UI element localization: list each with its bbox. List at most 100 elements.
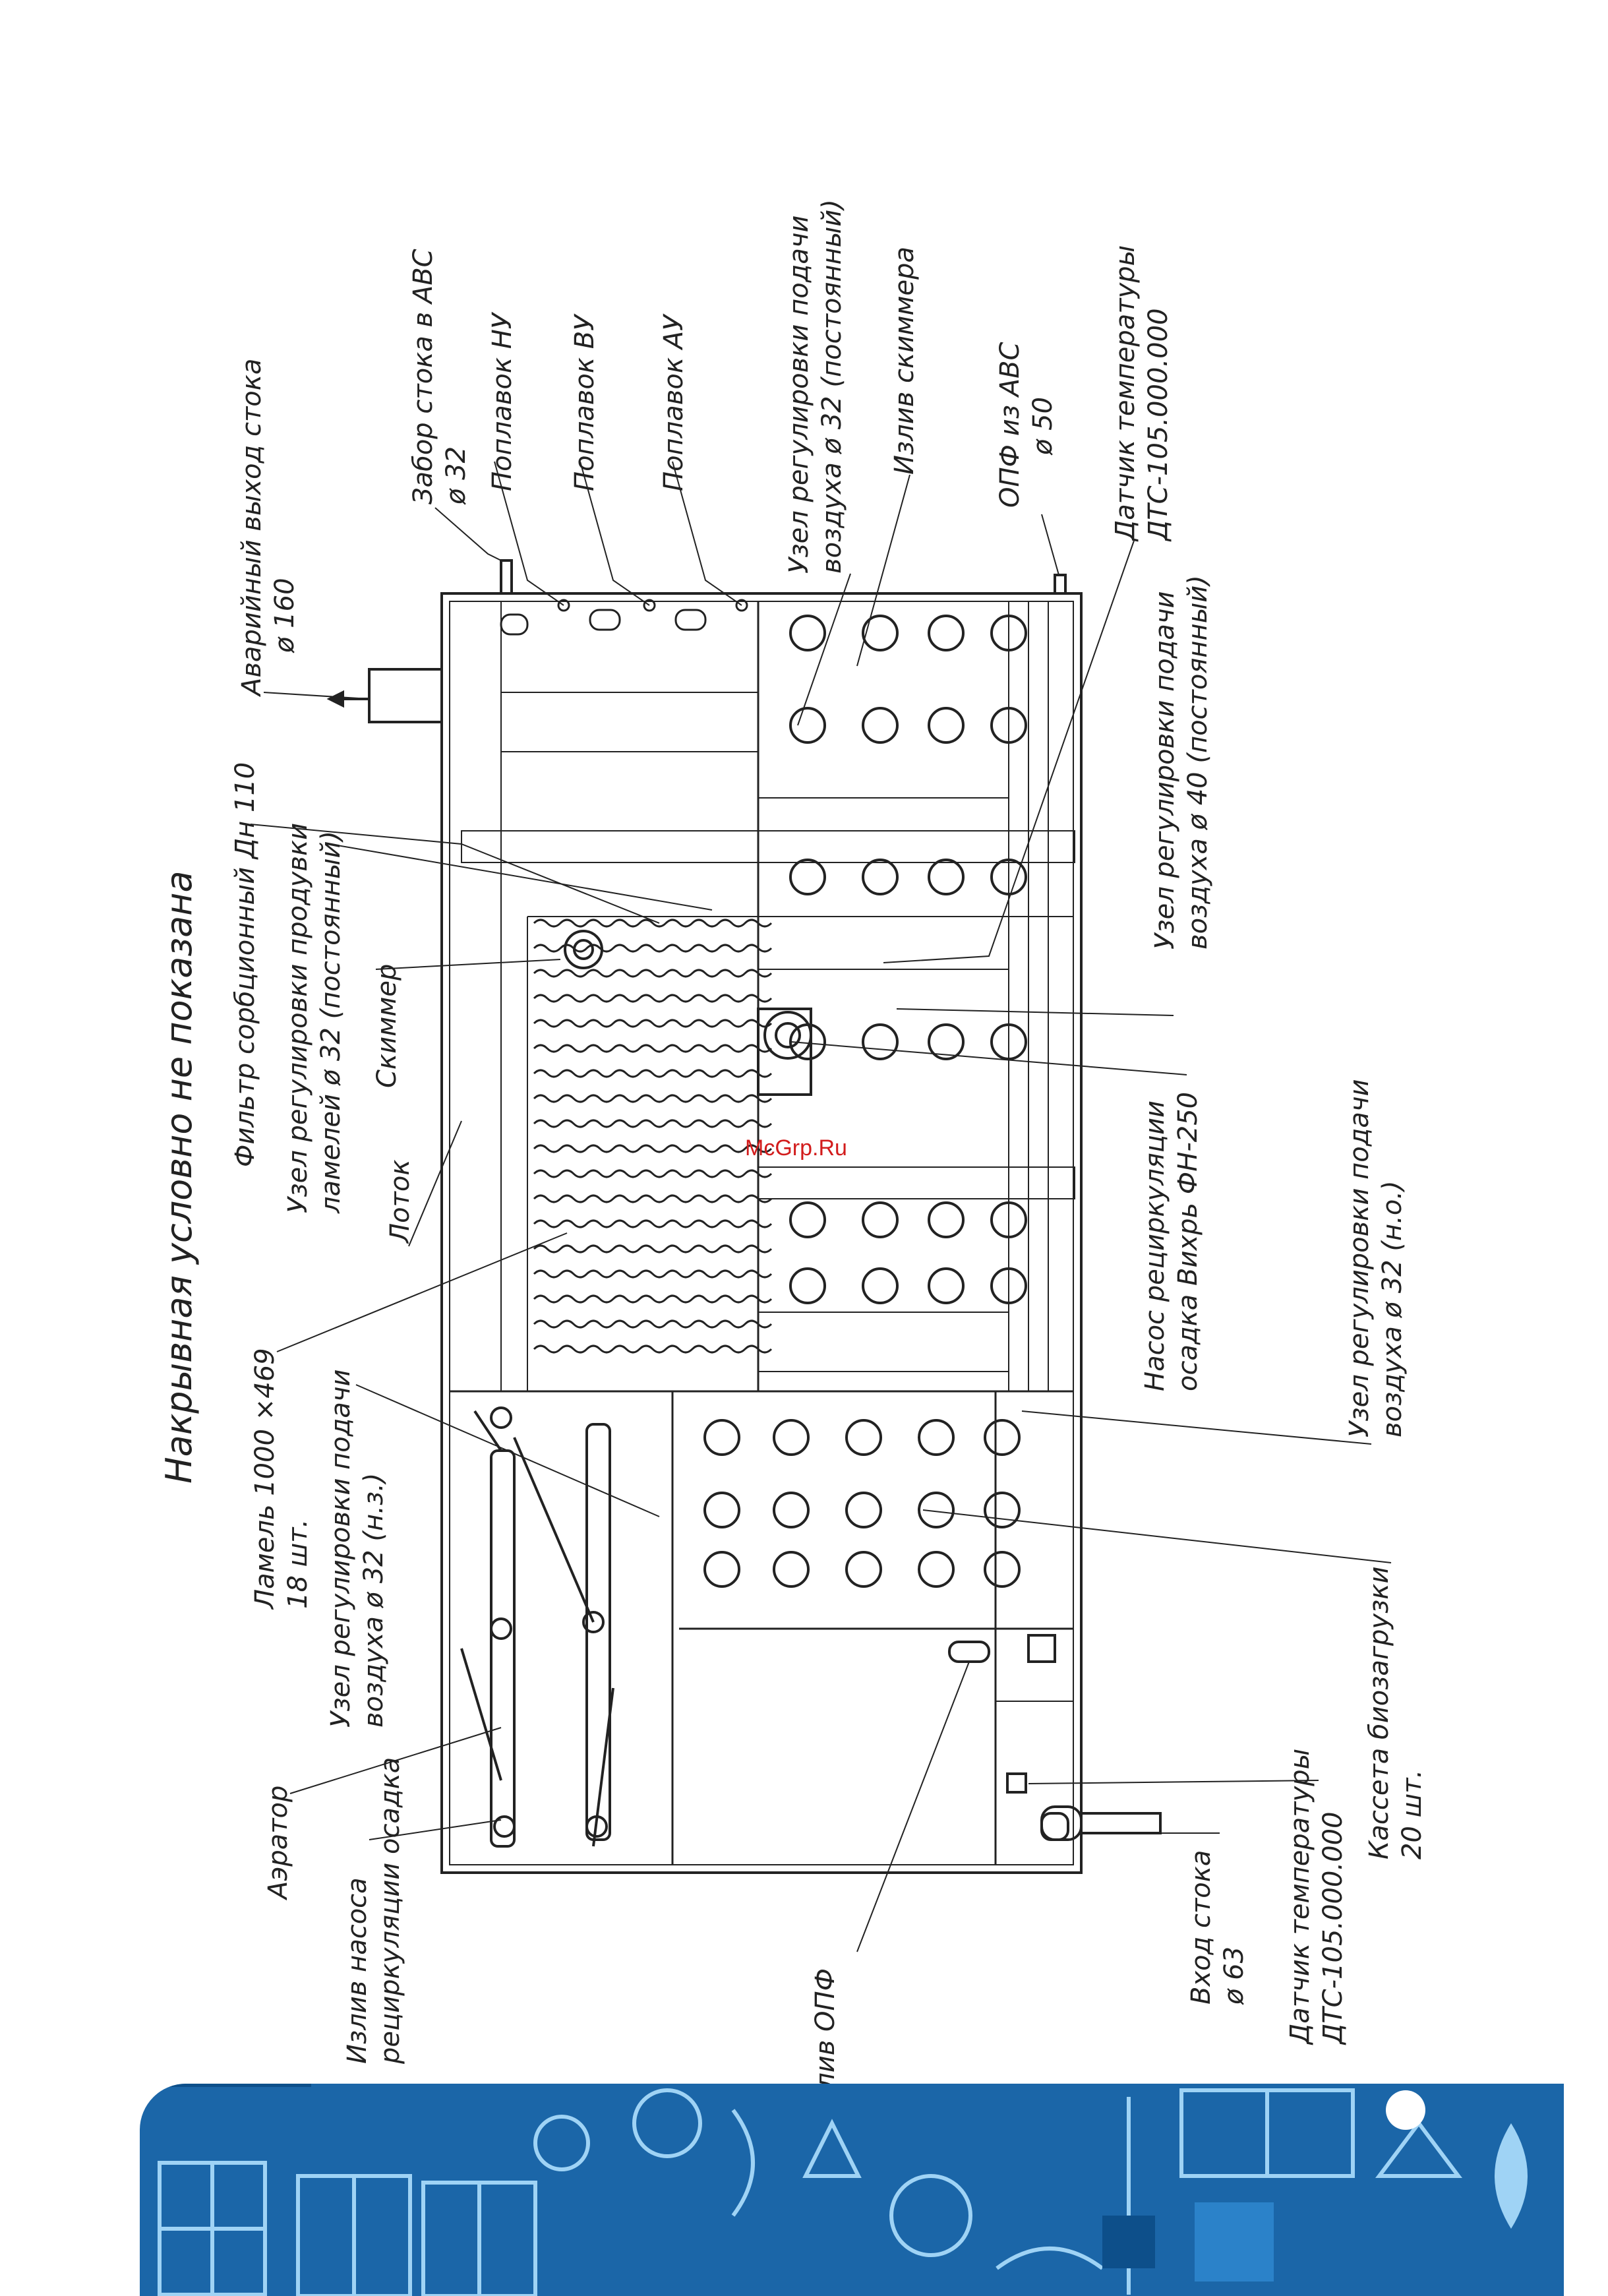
label-datchik-top: Датчик температуры xyxy=(1110,245,1141,542)
biocassette-ring xyxy=(990,1267,1027,1304)
biocassette-ring xyxy=(862,1201,899,1238)
biocassette-ring xyxy=(773,1551,810,1588)
biocassette-ring xyxy=(862,1023,899,1060)
label-lamel: Ламель 1000 ×469 xyxy=(250,1348,280,1610)
label-uzel-32-no: Узел регулировки подачи xyxy=(1344,1079,1375,1437)
biocassette-ring xyxy=(990,1023,1027,1060)
biocassette-ring xyxy=(990,859,1027,895)
wave-icon xyxy=(731,2109,755,2217)
tank-outline xyxy=(440,592,1083,1874)
sun-icon xyxy=(533,2115,590,2171)
label-avariyny: Аварийный выход стока xyxy=(237,359,267,698)
lamel-plates xyxy=(533,919,773,1354)
lamel-plate xyxy=(533,1344,773,1354)
label-zabor: Забор стока в АВС xyxy=(408,249,438,504)
drop-icon xyxy=(1495,2123,1528,2229)
biocassette-ring xyxy=(984,1419,1021,1456)
page-title: Накрывная условно не показана xyxy=(158,870,200,1484)
aerator-tubes xyxy=(460,1406,614,1848)
biocassette-ring xyxy=(789,707,826,744)
lamel-plate xyxy=(533,1169,773,1178)
label-vkhod-dia: ø 63 xyxy=(1219,1947,1249,2005)
biocassette-ring xyxy=(928,615,965,651)
label-skimmer: Скиммер xyxy=(372,964,402,1088)
biocassette-ring xyxy=(773,1419,810,1456)
biocassette-ring xyxy=(773,1492,810,1528)
label-poplavok-au: Поплавок АУ xyxy=(659,313,689,491)
label-uzel-32-no-2: воздуха ø 32 (н.о.) xyxy=(1377,1180,1408,1437)
label-izliv-nasosa-2: рециркуляции осадка xyxy=(375,1757,405,2065)
watermark: McGrp.Ru xyxy=(745,1135,847,1161)
lamel-plate xyxy=(533,1019,773,1028)
biocassette-ring xyxy=(862,1267,899,1304)
biocassette-ring xyxy=(928,859,965,895)
biocassette-ring xyxy=(984,1492,1021,1528)
biocassette-ring xyxy=(789,1267,826,1304)
biocassette-ring xyxy=(789,1201,826,1238)
lamel-plate xyxy=(533,1044,773,1053)
label-datchik-bottom: Датчик температуры xyxy=(1285,1749,1315,2045)
biocassette-ring xyxy=(928,707,965,744)
biocassette-ring xyxy=(789,859,826,895)
biocassette-ring xyxy=(789,615,826,651)
label-aerator: Аэратор xyxy=(263,1786,293,1901)
label-uzel-40: Узел регулировки подачи xyxy=(1150,591,1180,950)
biocassette-ring xyxy=(990,615,1027,651)
lamel-plate xyxy=(533,1069,773,1078)
label-opf-iz-avs: ОПФ из АВС xyxy=(995,342,1025,508)
biocassette-ring xyxy=(928,1201,965,1238)
label-lotok: Лоток xyxy=(385,1160,415,1244)
lamel-plate xyxy=(533,919,773,928)
biocassette-ring xyxy=(928,1023,965,1060)
biocassette-ring xyxy=(845,1492,882,1528)
label-datchik-top-2: ДТС-105.000.000 xyxy=(1143,308,1174,542)
lamel-plate xyxy=(533,969,773,978)
label-poplavok-vu: Поплавок ВУ xyxy=(570,313,600,491)
label-uzel-produvki: Узел регулировки продувки xyxy=(283,823,313,1213)
label-kasseta: Кассета биозагрузки xyxy=(1364,1567,1394,1859)
lamel-plate xyxy=(533,1144,773,1153)
label-uzel-produvki-2: ламелей ø 32 (постоянный) xyxy=(316,831,346,1214)
decorative-banner xyxy=(140,2084,1564,2296)
biocassette-ring xyxy=(990,1201,1027,1238)
circle-dot-icon xyxy=(1386,2090,1425,2130)
lamel-plate xyxy=(533,1194,773,1203)
flask-icon xyxy=(1375,2120,1462,2178)
opf-outlet xyxy=(948,1634,1056,1663)
biocassette-ring xyxy=(862,859,899,895)
biocassette-ring xyxy=(984,1551,1021,1588)
leader-lines xyxy=(250,461,1392,1952)
label-nasos: Насос рециркуляции xyxy=(1140,1101,1170,1391)
biocassette-ring xyxy=(918,1419,955,1456)
biocassette-rings xyxy=(703,615,1027,1588)
biocassette-ring xyxy=(845,1551,882,1588)
biocassette-ring xyxy=(928,1267,965,1304)
emergency-outlet-pipe xyxy=(326,668,443,723)
label-vkhod: Вход стока xyxy=(1186,1850,1216,2005)
lamel-plate xyxy=(533,1294,773,1304)
label-lamel-2: 18 шт. xyxy=(283,1519,313,1609)
cloud-icon xyxy=(996,2247,1104,2270)
biocassette-ring xyxy=(703,1551,740,1588)
lamel-plate xyxy=(533,1094,773,1103)
lamel-plate xyxy=(533,1119,773,1128)
lamel-plate xyxy=(533,1269,773,1279)
biocassette-ring xyxy=(862,615,899,651)
label-uzel-32-nz: Узел регулировки подачи xyxy=(326,1369,356,1728)
lamel-plate xyxy=(533,944,773,953)
biocassette-ring xyxy=(990,707,1027,744)
lamel-plate xyxy=(533,994,773,1003)
lamel-plate xyxy=(533,1244,773,1254)
label-opf-iz-avs-dia: ø 50 xyxy=(1028,397,1058,456)
label-uzel-40-2: воздуха ø 40 (постоянный) xyxy=(1183,575,1213,950)
label-poplavok-nu: Поплавок НУ xyxy=(487,311,518,491)
skimmer-pump xyxy=(564,930,812,1096)
label-zabor-dia: ø 32 xyxy=(441,446,471,505)
biocassette-ring xyxy=(845,1419,882,1456)
triangle-icon xyxy=(802,2119,862,2178)
label-datchik-bottom-2: ДТС-105.000.000 xyxy=(1318,1811,1348,2045)
label-uzel-32-nz-2: воздуха ø 32 (н.з.) xyxy=(359,1473,389,1728)
label-uzel-32-post-2: воздуха ø 32 (постоянный) xyxy=(817,199,847,574)
